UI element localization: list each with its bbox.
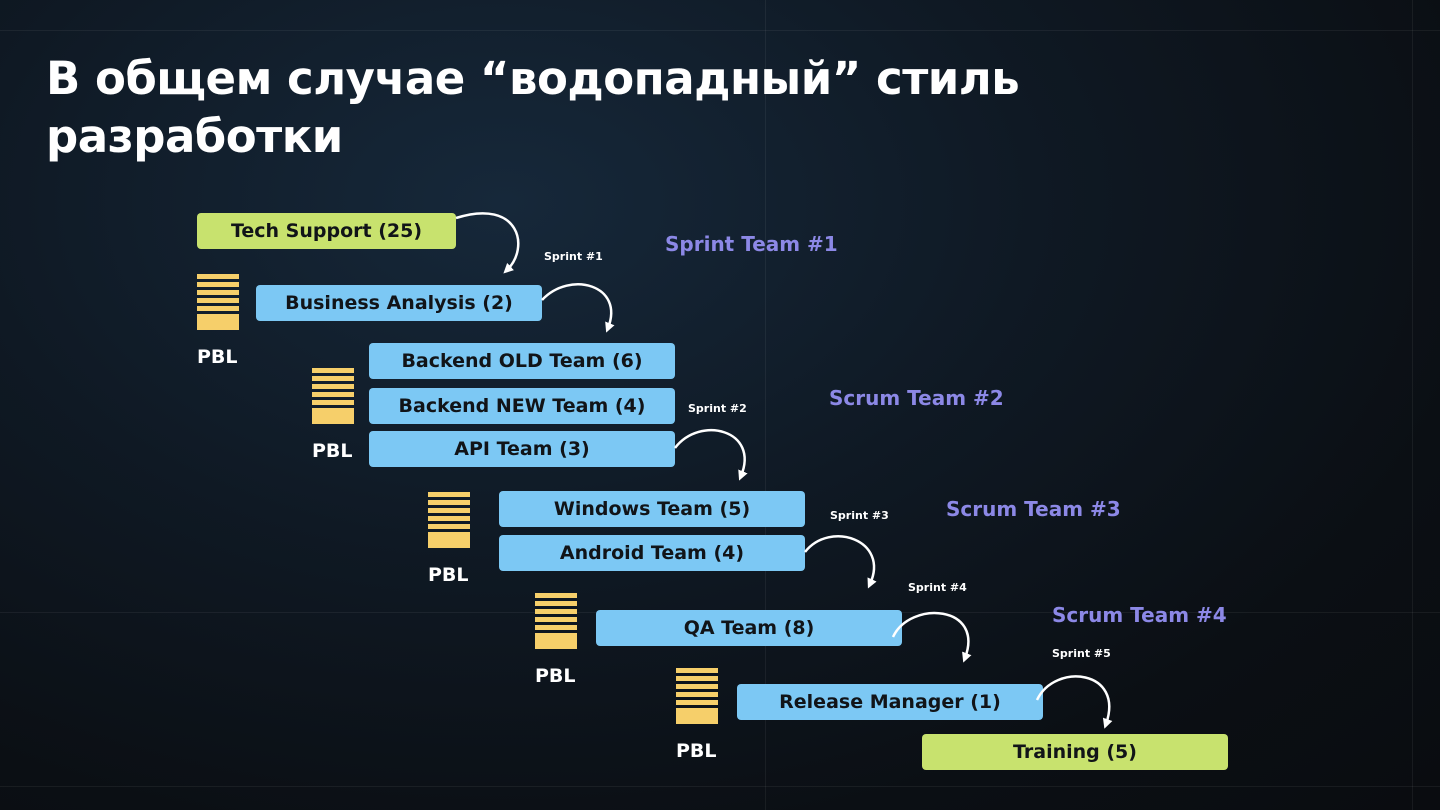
training-box: Training (5)	[922, 734, 1228, 770]
backend-new-team-box: Backend NEW Team (4)	[369, 388, 675, 424]
pbl-label: PBL	[535, 665, 576, 687]
sprint-team-1-label: Sprint Team #1	[665, 232, 838, 256]
sprint-2-label: Sprint #2	[688, 402, 747, 415]
scrum-team-3-label: Scrum Team #3	[946, 497, 1121, 521]
scrum-team-2-label: Scrum Team #2	[829, 386, 1004, 410]
business-analysis-box: Business Analysis (2)	[256, 285, 542, 321]
backend-old-team-box: Backend OLD Team (6)	[369, 343, 675, 379]
pbl-backlog-4: PBL	[535, 593, 577, 687]
grid-line	[1412, 0, 1413, 810]
arrow-5	[891, 611, 972, 663]
api-team-box: API Team (3)	[369, 431, 675, 467]
sprint-4-label: Sprint #4	[908, 581, 967, 594]
release-manager-box: Release Manager (1)	[737, 684, 1043, 720]
sprint-5-label: Sprint #5	[1052, 647, 1111, 660]
grid-line	[0, 30, 1440, 31]
windows-team-box: Windows Team (5)	[499, 491, 805, 527]
pbl-backlog-2: PBL	[312, 368, 354, 462]
arrow-1	[455, 212, 520, 274]
pbl-backlog-5: PBL	[676, 668, 718, 762]
pbl-label: PBL	[428, 564, 469, 586]
pbl-label: PBL	[676, 740, 717, 762]
tech-support-box: Tech Support (25)	[197, 213, 456, 249]
slide-title-line-1: В общем случае “водопадный” стиль	[46, 52, 1020, 105]
grid-line	[765, 0, 766, 810]
sprint-1-label: Sprint #1	[544, 250, 603, 263]
arrow-2	[541, 283, 615, 333]
android-team-box: Android Team (4)	[499, 535, 805, 571]
pbl-backlog-1: PBL	[197, 274, 239, 368]
sprint-3-label: Sprint #3	[830, 509, 889, 522]
slide-title-line-2: разработки	[46, 110, 343, 163]
arrow-6	[1035, 675, 1113, 729]
grid-line	[0, 786, 1440, 787]
arrow-3	[674, 429, 748, 481]
pbl-label: PBL	[197, 346, 238, 368]
slide-title: В общем случае “водопадный” стиль разраб…	[46, 50, 1146, 166]
qa-team-box: QA Team (8)	[596, 610, 902, 646]
scrum-team-4-label: Scrum Team #4	[1052, 603, 1227, 627]
pbl-backlog-3: PBL	[428, 492, 470, 586]
pbl-label: PBL	[312, 440, 353, 462]
arrow-4	[804, 535, 877, 589]
